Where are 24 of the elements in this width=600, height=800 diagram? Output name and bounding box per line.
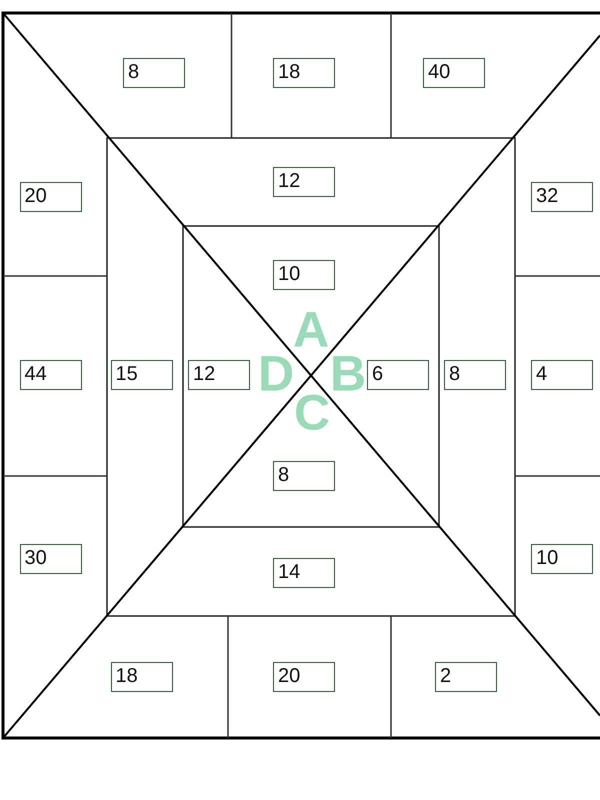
number-box: 4 [531, 360, 593, 390]
number-box: 6 [367, 360, 429, 390]
number-box: 2 [435, 662, 497, 692]
region-letter: C [294, 394, 330, 432]
number-box: 8 [273, 461, 335, 491]
region-letter: A [292, 311, 330, 349]
region-letter: B [330, 355, 366, 393]
number-box: 18 [273, 58, 335, 88]
number-box: 32 [531, 182, 593, 212]
number-box: 12 [273, 167, 335, 197]
number-box: 12 [188, 360, 250, 390]
number-box: 14 [273, 558, 335, 588]
number-box: 10 [531, 544, 593, 574]
number-box: 18 [110, 662, 172, 692]
number-box: 20 [20, 182, 82, 212]
region-letter: D [258, 355, 294, 393]
number-box: 40 [423, 58, 485, 88]
number-box: 10 [273, 260, 335, 290]
number-box: 8 [123, 58, 185, 88]
number-box: 15 [110, 360, 172, 390]
number-box: 44 [20, 360, 82, 390]
number-box: 8 [444, 360, 506, 390]
number-box: 20 [273, 662, 335, 692]
number-box: 30 [20, 544, 82, 574]
